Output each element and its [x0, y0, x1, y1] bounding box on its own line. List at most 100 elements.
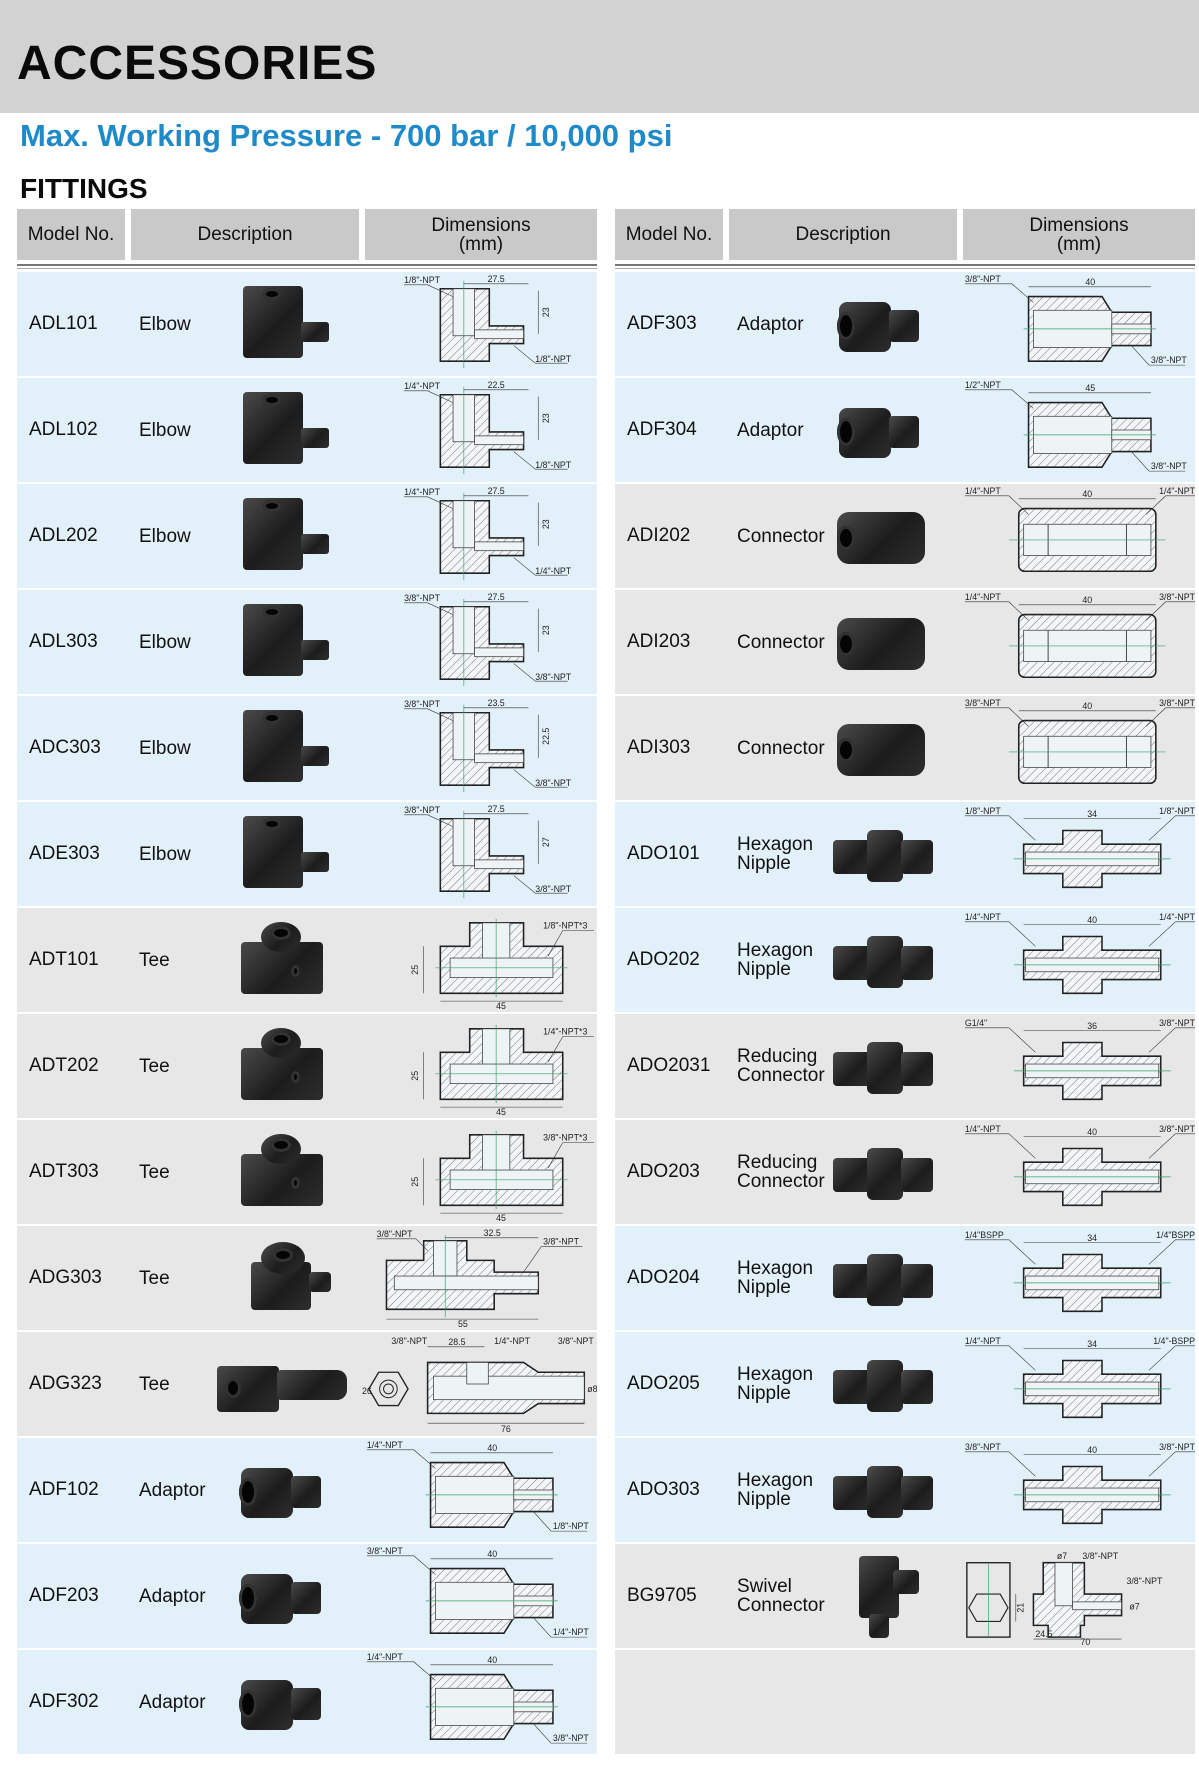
drawing-mark — [523, 1246, 583, 1273]
dimension-label: 1/4"BSPP — [1156, 1230, 1195, 1240]
dimension-label: 3/8"-NPT — [558, 1336, 595, 1346]
product-photo — [221, 274, 351, 374]
product-photo — [221, 380, 351, 480]
drawing-mark — [474, 435, 524, 446]
drawing-mark — [376, 1238, 428, 1251]
drawing-mark — [1145, 495, 1195, 515]
dimension-label: 27.5 — [488, 274, 505, 284]
product-part — [837, 738, 855, 762]
col-dimensions: Dimensions (mm) — [365, 209, 597, 260]
drawing-mark — [533, 1511, 588, 1532]
dimension-label: 45 — [496, 1107, 506, 1116]
product-part — [867, 1042, 903, 1094]
dimension-label: 1/4"-NPT — [535, 566, 572, 576]
product-photo — [221, 1652, 351, 1752]
model-number: ADO202 — [627, 949, 700, 970]
model-number: ADE303 — [29, 843, 100, 864]
model-number: ADL102 — [29, 419, 98, 440]
dimension-label: 27.5 — [488, 486, 505, 496]
product-photo — [819, 910, 949, 1010]
drawing-mark — [964, 495, 1029, 515]
dimension-label: 36 — [1087, 1021, 1097, 1031]
product-part — [309, 1272, 331, 1292]
drawing-mark — [379, 1379, 398, 1399]
drawing-mark — [964, 1133, 1036, 1159]
product-part — [837, 632, 855, 656]
product-part — [833, 946, 871, 980]
dimension-label: 3/8"-NPT — [1151, 355, 1188, 365]
product-part — [263, 606, 281, 618]
product-photo — [819, 1016, 949, 1116]
drawing-mark — [1032, 1561, 1123, 1638]
dimension-label: 40 — [1087, 1445, 1097, 1455]
product-photo — [819, 380, 949, 480]
model-number: ADI202 — [627, 525, 691, 546]
model-number: ADF102 — [29, 1479, 99, 1500]
dimension-label: 40 — [487, 1549, 497, 1559]
product-photo — [819, 1546, 949, 1646]
product-part — [301, 428, 329, 448]
drawing-mark — [533, 1723, 588, 1744]
table-row — [615, 1650, 1195, 1754]
product-part — [837, 526, 855, 550]
drawing-mark — [1145, 601, 1195, 621]
description: Adaptor — [737, 313, 804, 335]
product-part — [271, 1032, 291, 1046]
drawing-mark — [1148, 1027, 1195, 1053]
model-number: ADC303 — [29, 737, 101, 758]
product-part — [901, 840, 933, 874]
drawing-mark — [1148, 1451, 1195, 1477]
header-divider — [17, 264, 597, 269]
product-part — [833, 1158, 871, 1192]
model-number: ADO204 — [627, 1267, 700, 1288]
dimension-label: 27.5 — [488, 592, 505, 602]
model-number: ADG323 — [29, 1373, 102, 1394]
description: Connector — [737, 525, 825, 547]
dimension-label: 1/4"-NPT*3 — [543, 1027, 587, 1037]
drawing-mark — [474, 859, 524, 870]
header-divider — [615, 264, 1195, 269]
product-part — [263, 818, 281, 830]
description: Connector — [737, 737, 825, 759]
product-part — [867, 1148, 903, 1200]
dimension-label: 3/8"-NPT — [1126, 1576, 1163, 1586]
product-photo — [221, 1440, 351, 1540]
product-part — [291, 1071, 300, 1083]
description: Adaptor — [139, 1479, 206, 1501]
dimension-label: 21 — [1016, 1603, 1026, 1613]
dimension-label: 3/8"-NPT — [535, 884, 572, 894]
dimension-label: 23 — [541, 519, 551, 529]
drawing-mark — [964, 707, 1029, 727]
product-part — [901, 946, 933, 980]
drawing-mark — [964, 1345, 1036, 1371]
product-photo — [221, 1546, 351, 1646]
product-photo — [819, 1228, 949, 1328]
dimension-label: 22.5 — [541, 728, 551, 745]
drawing-mark — [968, 1593, 1009, 1623]
description: Tee — [139, 1267, 170, 1289]
dimension-label: 34 — [1087, 1233, 1097, 1243]
col-description: Description — [131, 209, 359, 260]
description: Tee — [139, 1161, 170, 1183]
product-part — [239, 1478, 257, 1506]
dimension-label: 23 — [541, 625, 551, 635]
product-part — [225, 1378, 241, 1398]
product-part — [273, 1248, 293, 1262]
dimension-label: 27 — [541, 837, 551, 847]
product-part — [859, 1556, 899, 1618]
col-model: Model No. — [17, 209, 125, 260]
col-model: Model No. — [615, 209, 723, 260]
model-number: ADO2031 — [627, 1055, 711, 1076]
product-part — [301, 322, 329, 342]
